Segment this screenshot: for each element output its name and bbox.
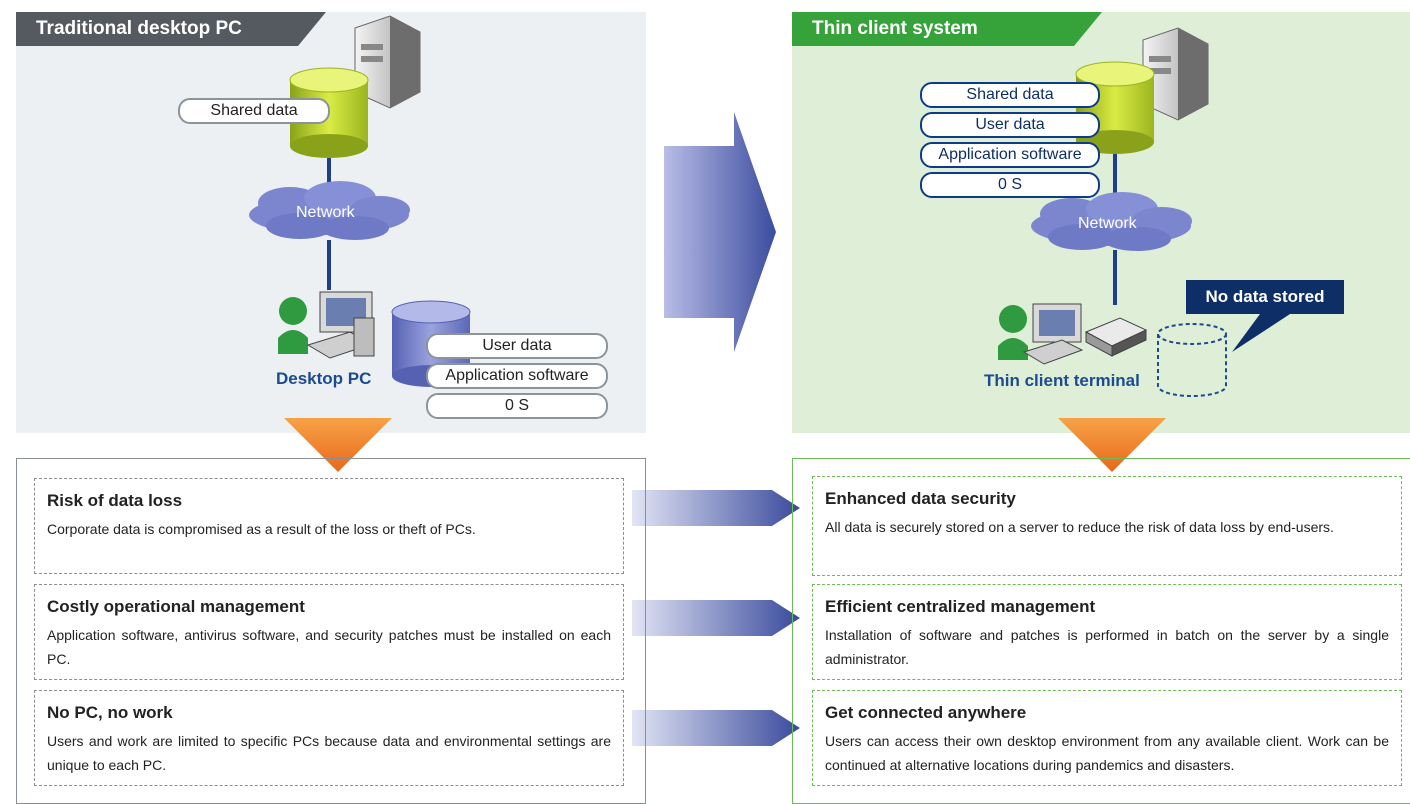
benefit-item: Efficient centralized management Install…	[812, 584, 1402, 680]
compare-arrow-2	[632, 600, 800, 636]
issue-item: Costly operational management Applicatio…	[34, 584, 624, 680]
issue-text: Corporate data is compromised as a resul…	[47, 521, 476, 537]
right-database-icon	[1075, 61, 1155, 154]
transition-arrow	[664, 112, 776, 352]
issue-title: Risk of data loss	[47, 491, 183, 510]
right-user-data-label: User data	[920, 112, 1100, 138]
left-server-tower	[354, 15, 421, 109]
thin-client-terminal-label: Thin client terminal	[984, 371, 1140, 390]
issue-text: Users and work are limited to specific P…	[47, 733, 611, 773]
right-user-icon	[998, 305, 1028, 360]
benefit-text: Installation of software and patches is …	[825, 627, 1389, 667]
left-os-label: 0 S	[426, 393, 608, 419]
issue-item: Risk of data loss Corporate data is comp…	[34, 478, 624, 574]
left-user-data-label: User data	[426, 333, 608, 359]
left-user-icon	[278, 297, 308, 354]
thin-client-pc-icon	[1022, 303, 1084, 365]
compare-arrow-3	[632, 710, 800, 746]
no-data-stored-callout: No data stored	[1186, 280, 1344, 314]
traditional-tab-title: Traditional desktop PC	[16, 12, 326, 46]
benefit-text: All data is securely stored on a server …	[825, 519, 1334, 535]
right-app-software-label: Application software	[920, 142, 1100, 168]
desktop-pc-icon	[306, 291, 375, 359]
right-down-arrow	[1058, 418, 1166, 472]
benefit-text: Users can access their own desktop envir…	[825, 733, 1389, 773]
desktop-pc-label: Desktop PC	[276, 369, 372, 388]
thin-client-box-icon	[1084, 317, 1148, 357]
issue-title: No PC, no work	[47, 703, 173, 722]
benefit-item: Enhanced data security All data is secur…	[812, 476, 1402, 576]
benefit-item: Get connected anywhere Users can access …	[812, 690, 1402, 786]
left-network-label: Network	[296, 204, 355, 221]
right-shared-data-label: Shared data	[920, 82, 1100, 108]
left-app-software-label: Application software	[426, 363, 608, 389]
left-down-arrow	[284, 418, 392, 472]
right-network-label: Network	[1078, 215, 1137, 232]
benefit-title: Get connected anywhere	[825, 703, 1027, 722]
issue-text: Application software, antivirus software…	[47, 627, 611, 667]
compare-arrow-1	[632, 490, 800, 526]
right-network-cloud-icon	[1031, 192, 1192, 251]
right-os-label: 0 S	[920, 172, 1100, 198]
thin-client-tab-title: Thin client system	[792, 12, 1102, 46]
right-server-tower	[1142, 27, 1209, 121]
benefit-title: Efficient centralized management	[825, 597, 1096, 616]
callout-pointer	[1232, 314, 1290, 352]
issue-item: No PC, no work Users and work are limite…	[34, 690, 624, 786]
left-network-cloud-icon	[249, 181, 410, 240]
issue-title: Costly operational management	[47, 597, 305, 616]
left-shared-data-label: Shared data	[178, 98, 330, 124]
empty-storage-icon	[1157, 323, 1227, 397]
benefit-title: Enhanced data security	[825, 489, 1016, 508]
